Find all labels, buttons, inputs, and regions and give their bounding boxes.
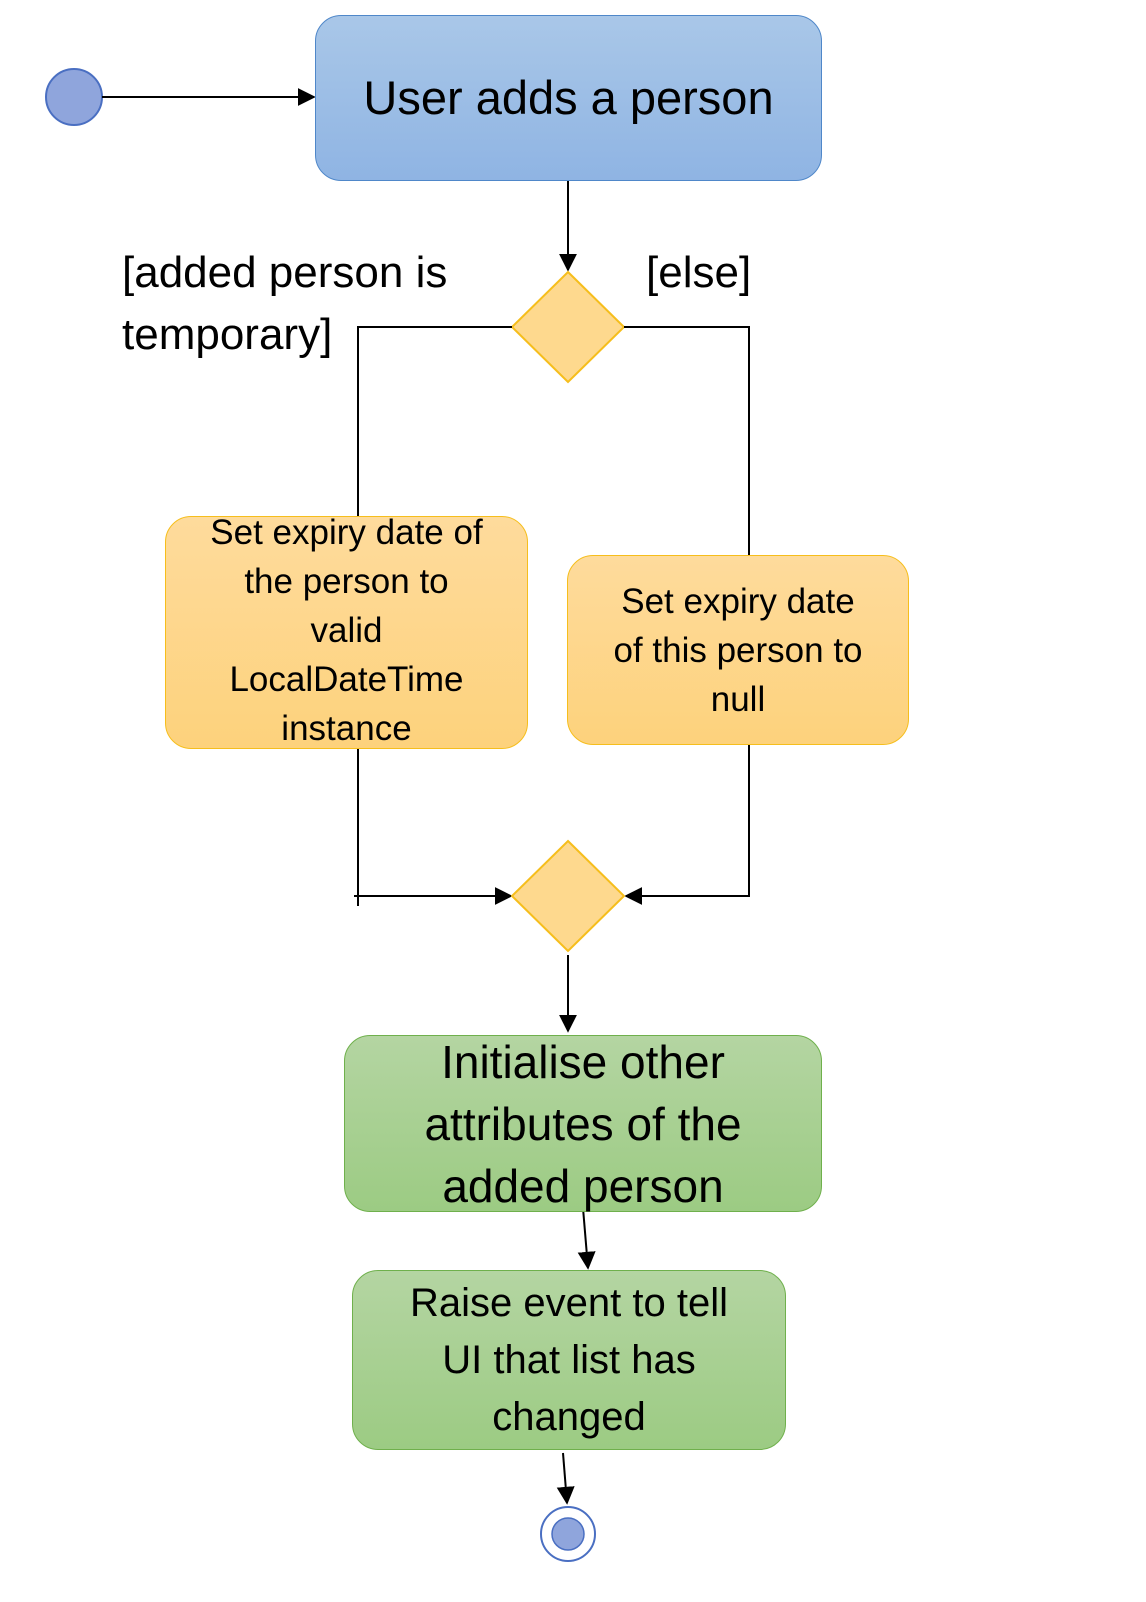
guard-else: [else] [646,248,752,297]
flow-temporary-branch [357,326,512,516]
action-set-expiry-null: Set expiry date of this person to null [567,555,909,745]
action-raise-event: Raise event to tell UI that list has cha… [352,1270,786,1450]
action-raise-event-label: Raise event to tell UI that list has cha… [410,1280,728,1439]
final-node-dot [551,1517,585,1551]
action-initialise-attributes-label: Initialise other attributes of the added… [424,1035,742,1212]
initial-node [45,68,103,126]
action-set-expiry-null-label: Set expiry date of this person to null [613,581,863,719]
flow-raise-to-end [556,1452,575,1505]
action-initialise-attributes: Initialise other attributes of the added… [344,1035,822,1212]
action-set-expiry-temporary-label: Set expiry date of the person to valid L… [210,513,483,748]
flow-else-to-merge [624,745,750,905]
action-user-adds-person: User adds a person [315,15,822,181]
flow-else-branch [624,326,750,555]
flow-init-to-raise [577,1207,596,1270]
merge-node [510,839,626,953]
guard-temporary: [added person is temporary] [122,248,448,359]
action-set-expiry-temporary: Set expiry date of the person to valid L… [165,513,528,749]
decision-node [510,270,626,384]
action-user-adds-person-label: User adds a person [363,71,774,124]
